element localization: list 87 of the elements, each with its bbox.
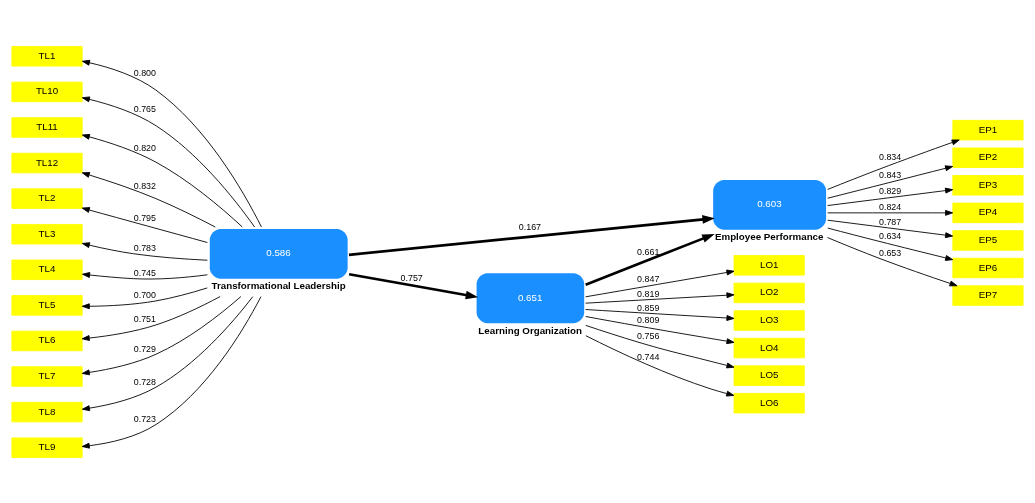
arrow: [827, 164, 954, 199]
node-box: TL1: [11, 45, 83, 67]
arrow: [81, 59, 262, 227]
arrow: [81, 295, 254, 411]
node-box: LO4: [733, 337, 805, 358]
arrow: [585, 269, 735, 297]
node-box: LO3: [733, 309, 805, 331]
node-box: 0.603: [713, 179, 827, 230]
node-box: LO1: [733, 254, 805, 276]
edge-label: 0.824: [879, 201, 902, 212]
edge-label: 0.167: [518, 221, 542, 232]
edge-label: 0.757: [400, 272, 423, 283]
edge-label: 0.819: [637, 288, 660, 299]
node-box: TL12: [11, 152, 83, 173]
arrow: [585, 291, 735, 304]
edge-label: 0.744: [637, 351, 660, 362]
node-box: TL8: [11, 401, 83, 422]
node-label: Learning Organization: [478, 324, 583, 336]
edge-label: 0.795: [133, 212, 156, 223]
node-box: LO5: [733, 364, 805, 386]
edge-label: 0.728: [133, 376, 156, 387]
node-box: EP4: [952, 202, 1024, 223]
node-box: EP6: [952, 257, 1024, 278]
edge-label: 0.859: [637, 302, 660, 313]
edge-label: 0.661: [637, 246, 660, 257]
edge-label: 0.729: [133, 343, 156, 354]
node-box: EP1: [952, 119, 1024, 140]
edge-label: 0.783: [133, 242, 156, 253]
arrow: [81, 206, 208, 243]
node-box: TL6: [11, 330, 83, 351]
arrow: [585, 315, 735, 344]
edge-label: 0.765: [133, 103, 156, 114]
node-box: EP5: [952, 229, 1024, 251]
arrow: [81, 295, 221, 341]
arrow: [348, 214, 715, 256]
node-box: TL5: [11, 294, 83, 316]
edge-label: 0.634: [879, 230, 902, 241]
arrow: [81, 241, 208, 261]
node-box: 0.651: [476, 272, 585, 323]
node-box: LO6: [733, 392, 805, 413]
arrow: [81, 295, 262, 449]
node-box: LO2: [733, 282, 805, 303]
edge-label: 0.820: [133, 142, 156, 153]
arrow: [585, 233, 715, 286]
node-box: EP2: [952, 147, 1024, 168]
arrow: [81, 95, 256, 227]
node-box: TL7: [11, 365, 83, 387]
node-box: 0.586: [209, 228, 348, 279]
edge-label: 0.787: [879, 216, 902, 227]
node-box: EP3: [952, 174, 1024, 196]
edge-label: 0.700: [133, 289, 156, 300]
arrow: [585, 324, 735, 368]
node-box: TL3: [11, 223, 83, 244]
node-box: TL4: [11, 259, 83, 280]
edge-label: 0.723: [133, 413, 156, 424]
edge-label: 0.809: [637, 314, 660, 325]
edge-label: 0.751: [133, 313, 156, 324]
node-box: TL9: [11, 436, 83, 458]
node-box: EP7: [952, 284, 1024, 306]
edge-label: 0.829: [879, 185, 902, 196]
arrow: [585, 334, 735, 396]
arrow: [827, 209, 954, 216]
edge-label: 0.800: [133, 67, 156, 78]
node-box: TL2: [11, 187, 83, 209]
arrow: [82, 271, 208, 279]
node-label: Transformational Leadership: [211, 279, 346, 291]
arrow: [827, 139, 960, 190]
arrow: [585, 308, 735, 321]
arrow: [827, 236, 958, 286]
edge-label: 0.843: [879, 169, 902, 180]
node-box: TL11: [11, 116, 83, 138]
edge-label: 0.832: [133, 180, 156, 191]
arrow: [827, 187, 954, 206]
arrow: [81, 133, 243, 227]
edge-label: 0.847: [637, 273, 660, 284]
arrow: [81, 171, 216, 227]
node-label: Employee Performance: [714, 230, 824, 242]
node-box: TL10: [11, 81, 83, 102]
edge-label: 0.834: [879, 151, 902, 162]
arrow: [81, 287, 208, 309]
arrow: [827, 227, 954, 261]
edge-label: 0.653: [879, 247, 902, 258]
edge-label: 0.756: [637, 330, 660, 341]
edge-label: 0.745: [133, 267, 156, 278]
arrow: [81, 295, 242, 375]
arrow: [348, 272, 479, 299]
arrow: [827, 219, 954, 238]
